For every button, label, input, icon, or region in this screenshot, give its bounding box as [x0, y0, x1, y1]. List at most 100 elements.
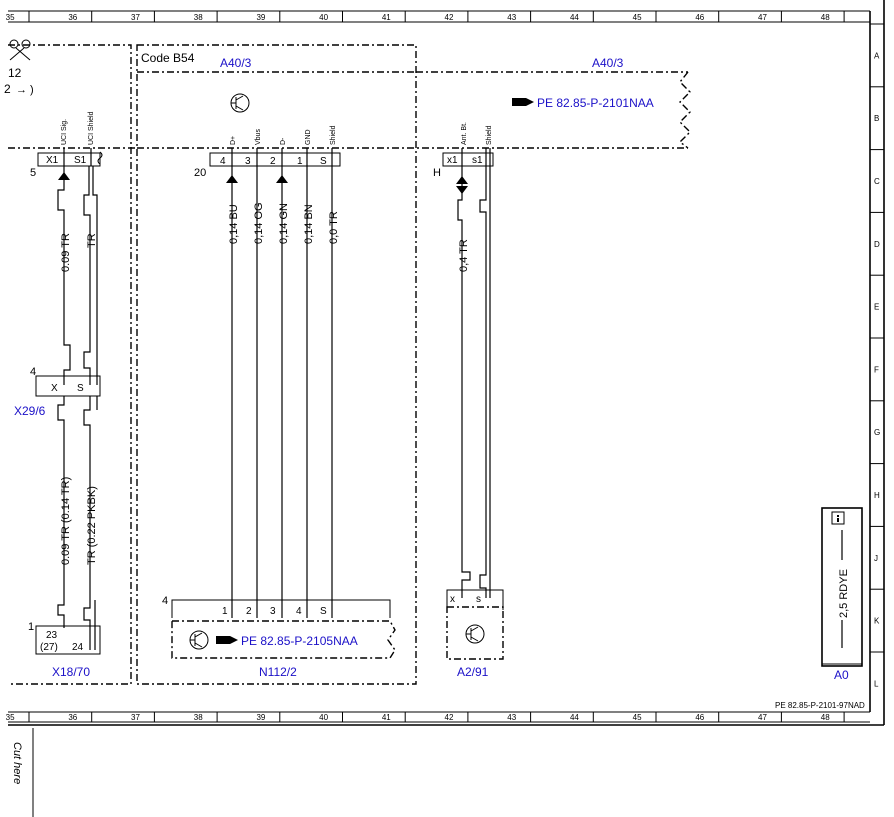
top-ruler-col-38: 38 — [194, 13, 203, 22]
bottom-ruler-col-36: 36 — [68, 713, 77, 722]
pos-20: 20 — [194, 167, 206, 179]
middle-wires — [226, 148, 333, 600]
right-ruler-row-J: J — [874, 554, 878, 563]
right-ruler-row-G: G — [874, 428, 880, 437]
pin-label-shield-right: Shield — [486, 125, 493, 145]
mid-pin-4: 4 — [220, 156, 226, 167]
wire-a0: 2,5 RDYE — [838, 569, 850, 618]
reference-n112: PE 82.85-P-2105NAA — [241, 634, 358, 648]
top-ruler-col-39: 39 — [256, 13, 265, 22]
right-ruler-row-H: H — [874, 491, 880, 500]
top-ruler-col-48: 48 — [821, 13, 830, 22]
mid-pin-3: 3 — [245, 156, 251, 167]
reference-top: PE 82.85-P-2101NAA — [537, 96, 654, 110]
pin-label-dminus: D- — [280, 137, 287, 145]
right-ruler-row-D: D — [874, 240, 880, 249]
right-ruler-row-A: A — [874, 51, 880, 60]
right-h: H — [433, 167, 441, 179]
bottom-ruler-col-37: 37 — [131, 713, 140, 722]
n112-pin-1: 1 — [222, 606, 228, 617]
x18-23: 23 — [46, 630, 58, 641]
bottom-ruler-col-35: 35 — [6, 713, 15, 722]
x29-s: S — [77, 383, 84, 394]
right-ruler-row-L: L — [874, 679, 879, 688]
top-ruler-col-43: 43 — [507, 13, 516, 22]
transistor-icon-a291 — [465, 624, 485, 644]
bottom-ruler-col-45: 45 — [633, 713, 642, 722]
pin-label-shield: Shield — [330, 125, 337, 145]
mid-pin-1: 1 — [297, 156, 303, 167]
info-icon — [831, 511, 845, 525]
pin-label-dplus: D+ — [230, 136, 237, 145]
bottom-ruler-col-43: 43 — [507, 713, 516, 722]
right-ruler-row-K: K — [874, 617, 880, 626]
transistor-icon-top — [230, 93, 250, 113]
bottom-ruler-col-38: 38 — [194, 713, 203, 722]
wire-left-4: TR (0.22 PKBK) — [86, 486, 98, 565]
top-ruler-col-37: 37 — [131, 13, 140, 22]
right-ruler-row-B: B — [874, 114, 879, 123]
x29-x: X — [51, 383, 58, 394]
right-ruler-row-F: F — [874, 365, 879, 374]
mid-pin-2: 2 — [270, 156, 276, 167]
right-ruler: A B C D E F G H J K L — [869, 0, 885, 725]
wire-mid-4: 0,14 BN — [303, 204, 315, 244]
bottom-ruler-col-47: 47 — [758, 713, 767, 722]
n112-pin-4: 4 — [296, 606, 302, 617]
right-s1: s1 — [472, 155, 483, 166]
scissors-number-2: 2 — [4, 82, 11, 96]
wire-mid-3: 0,14 GN — [278, 203, 290, 244]
wire-right: 0,4 TR — [458, 239, 470, 272]
top-ruler-col-46: 46 — [695, 13, 704, 22]
x18-pos: 1 — [28, 621, 34, 633]
bottom-ruler-col-40: 40 — [319, 713, 328, 722]
pin-label-uci-sig: UCI Sig. — [61, 119, 68, 145]
bottom-ruler-col-39: 39 — [256, 713, 265, 722]
top-ruler-col-40: 40 — [319, 13, 328, 22]
pin-label-vbus: Vbus — [255, 129, 262, 145]
wire-mid-5: 0,0 TR — [328, 211, 340, 244]
cut-here-label: Cut here — [11, 742, 23, 784]
bottom-ruler-col-41: 41 — [382, 713, 391, 722]
x18-label: X18/70 — [52, 665, 90, 679]
arrow-icon: → ) — [16, 84, 34, 96]
x29-label: X29/6 — [14, 404, 46, 418]
pos-5: 5 — [30, 167, 36, 179]
transistor-icon-n112 — [189, 630, 209, 650]
top-ruler-col-36: 36 — [68, 13, 77, 22]
reference-hand-icon-top — [512, 98, 534, 106]
n112-pin-s: S — [320, 606, 327, 617]
bottom-ruler-col-42: 42 — [445, 713, 454, 722]
right-ruler-row-C: C — [874, 177, 880, 186]
pin-label-ant: Ant. Bt. — [461, 122, 468, 145]
n112-pos: 4 — [162, 595, 168, 607]
top-ruler-col-44: 44 — [570, 13, 579, 22]
reference-hand-icon-n112 — [216, 636, 238, 644]
x18-24: 24 — [72, 642, 84, 653]
a291-x: x — [450, 594, 455, 605]
right-ruler-row-E: E — [874, 303, 879, 312]
pin-x1: X1 — [46, 155, 59, 166]
n112-label: N112/2 — [259, 665, 297, 679]
wire-mid-2: 0,14 OG — [253, 202, 265, 244]
doc-reference: PE 82.85-P-2101-97NAD — [775, 701, 865, 710]
n112-pin-2: 2 — [246, 606, 252, 617]
scissors-icon — [9, 39, 31, 61]
bottom-ruler-col-44: 44 — [570, 713, 579, 722]
mid-pin-s: S — [320, 156, 327, 167]
top-ruler-col-35: 35 — [6, 13, 15, 22]
top-ruler-col-45: 45 — [633, 13, 642, 22]
bottom-ruler-col-46: 46 — [695, 713, 704, 722]
x29-pos: 4 — [30, 366, 36, 378]
scissors-number: 12 — [8, 66, 22, 80]
pin-s1: S1 — [74, 155, 87, 166]
wire-left-1: 0.09 TR — [60, 233, 72, 272]
a0-label: A0 — [834, 668, 849, 682]
x18-27: (27) — [40, 642, 58, 653]
wire-mid-1: 0,14 BU — [228, 204, 240, 244]
a291-label: A2/91 — [457, 665, 489, 679]
wire-left-2: TR — [86, 233, 98, 248]
